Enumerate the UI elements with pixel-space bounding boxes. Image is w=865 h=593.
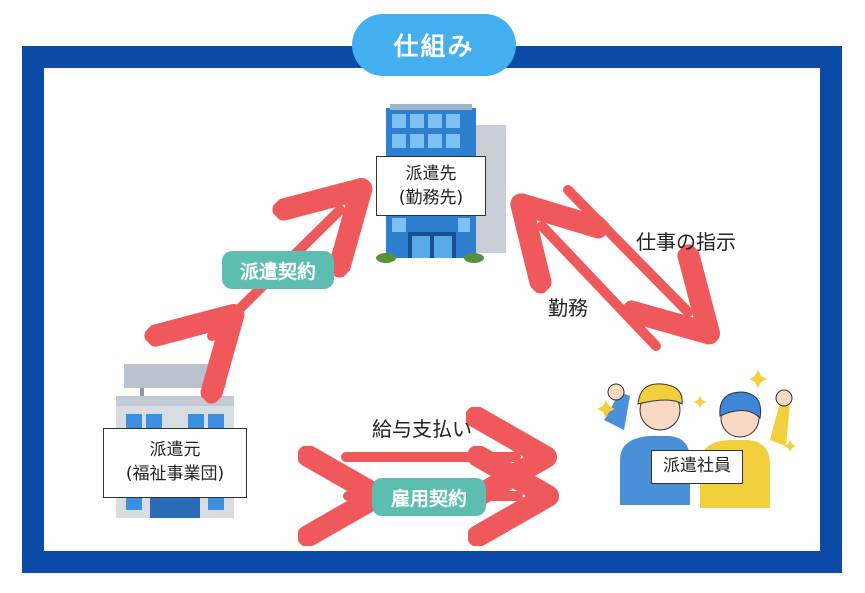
agency-label: 派遣元 (福祉事業団) <box>103 428 247 498</box>
agency-label-line2: (福祉事業団) <box>125 464 225 484</box>
work-instruction-label: 仕事の指示 <box>636 230 736 254</box>
client-label-line2: (勤務先) <box>398 188 464 208</box>
diagram-title: 仕組み <box>352 14 516 76</box>
employment-contract-label: 雇用契約 <box>372 478 486 516</box>
dispatch-contract-label: 派遣契約 <box>222 251 334 289</box>
salary-payment-label: 給与支払い <box>372 417 472 441</box>
agency-label-line1: 派遣元 <box>149 440 201 460</box>
worker-label: 派遣社員 <box>651 450 743 484</box>
client-label: 派遣先 (勤務先) <box>376 156 486 216</box>
client-label-line1: 派遣先 <box>405 164 457 184</box>
workers-icon <box>597 370 796 508</box>
work-label: 勤務 <box>548 296 588 320</box>
work-arrow <box>542 226 661 351</box>
